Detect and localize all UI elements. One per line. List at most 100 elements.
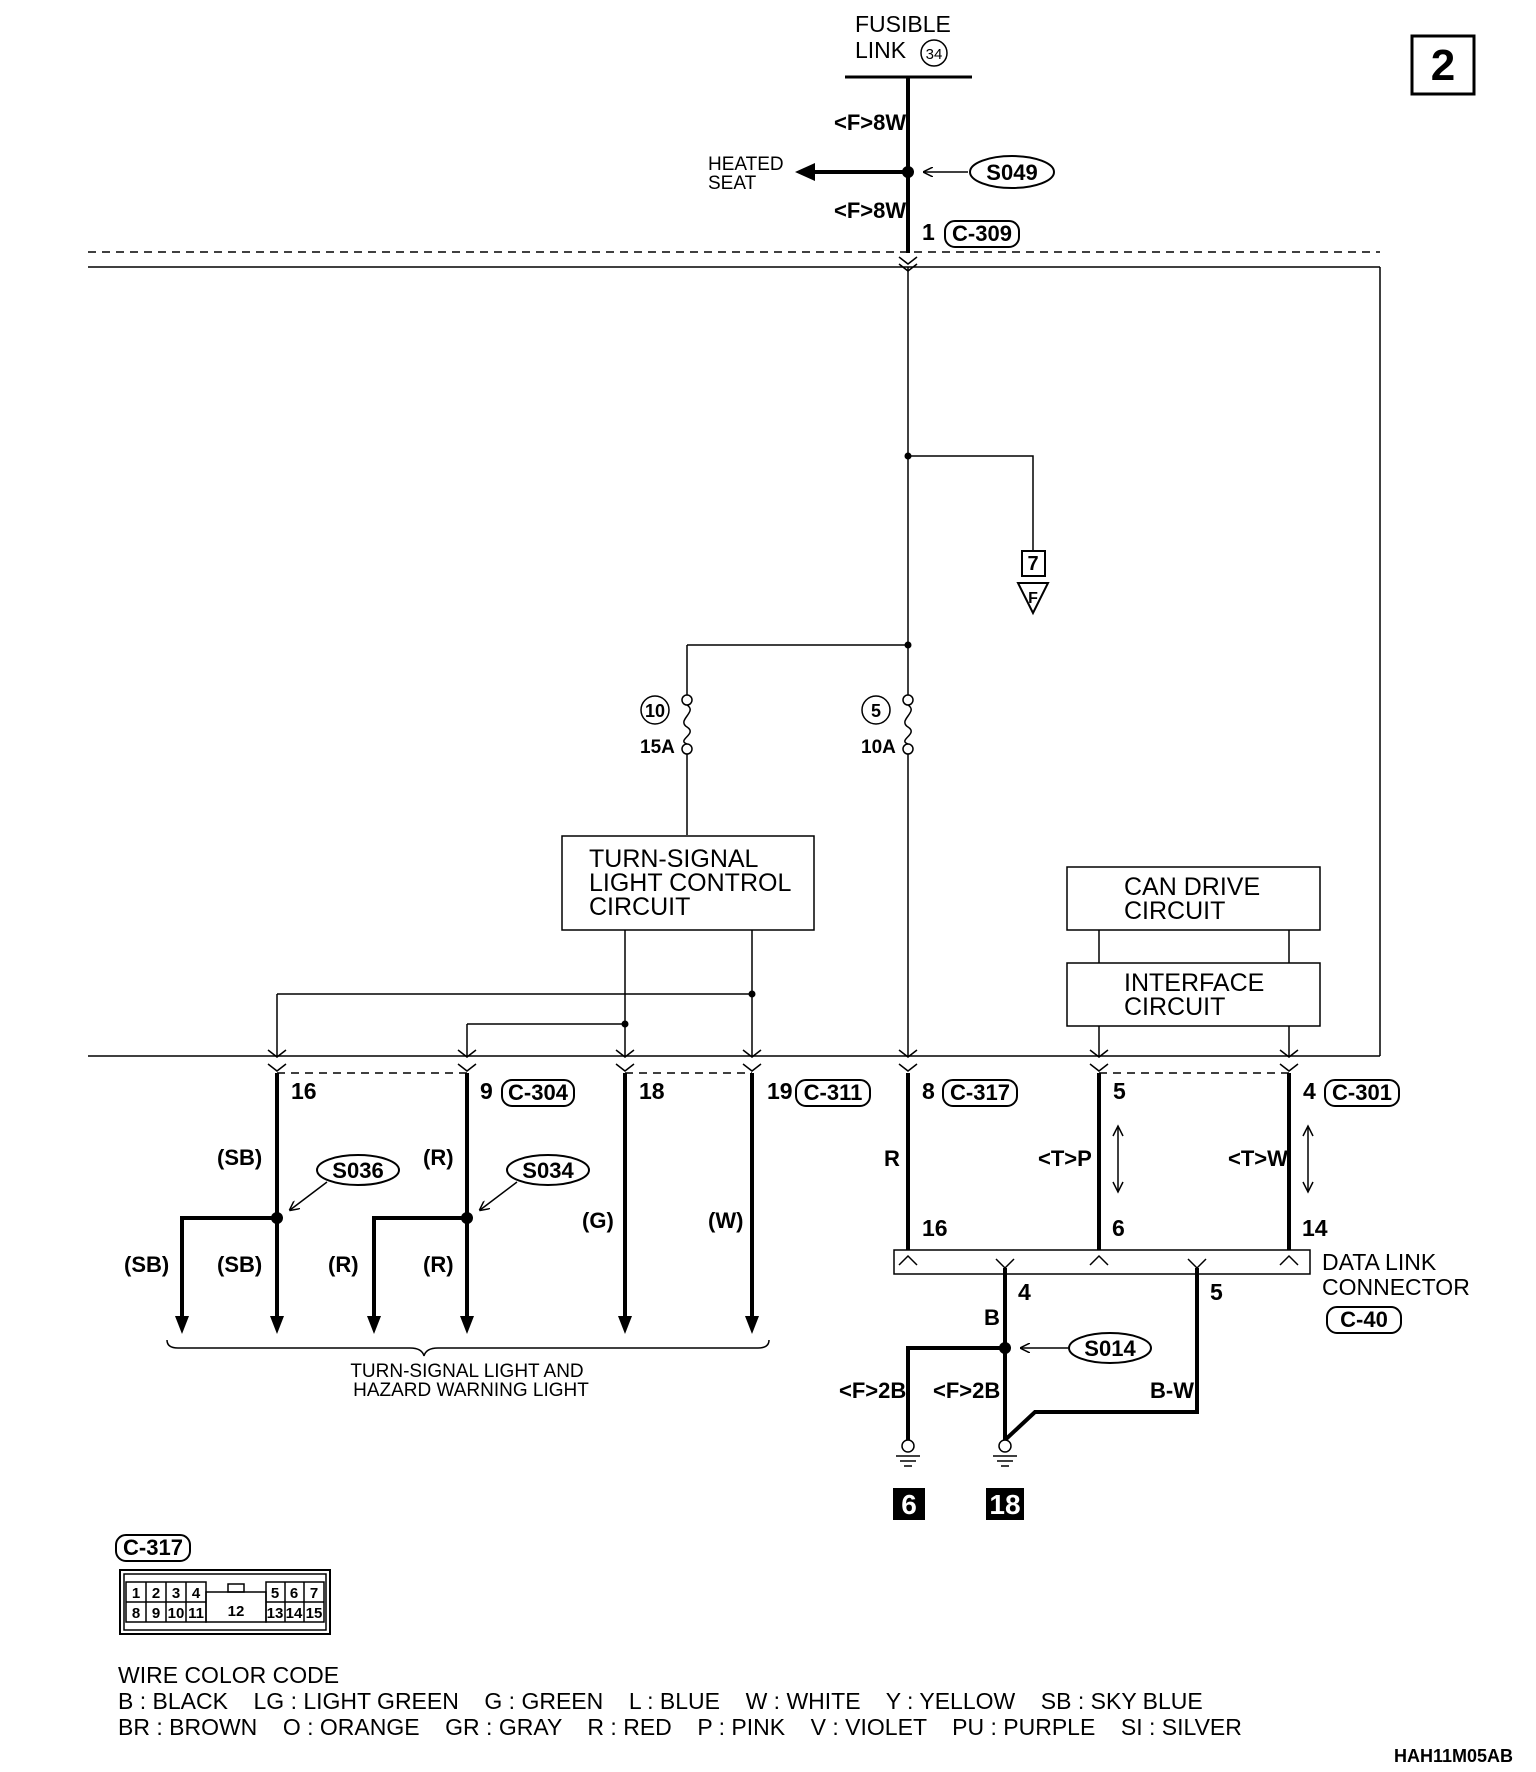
connector-ref-7f: 7 F: [908, 455, 1050, 616]
ground-18-label: 18: [989, 1489, 1020, 1520]
can-drive-circuit-box: CAN DRIVE CIRCUIT: [1066, 866, 1321, 931]
dlc-pin-4: 4: [1018, 1279, 1031, 1305]
cf-pin-9: 9: [152, 1605, 160, 1622]
turn-signal-box-line2: LIGHT CONTROL: [589, 869, 791, 897]
connector-c301-name: C-301: [1332, 1080, 1392, 1105]
splice-s034-label: S034: [522, 1158, 574, 1183]
splice-s034: S034: [480, 1154, 590, 1210]
interface-line1: INTERFACE: [1124, 969, 1264, 997]
dlc-pin-6: 6: [1112, 1215, 1125, 1241]
fuse-10-number: 10: [645, 701, 665, 721]
interface-circuit-box: INTERFACE CIRCUIT: [1066, 962, 1321, 1027]
splice-s049-label: S049: [986, 160, 1037, 185]
pin-9: 9: [480, 1078, 493, 1104]
splice-s049: S049: [924, 155, 1055, 189]
diagram-code: HAH11M05AB: [1394, 1746, 1513, 1766]
dlc-label-1: DATA LINK: [1322, 1249, 1437, 1275]
wire-label-sb-left: (SB): [124, 1252, 169, 1277]
wire-color-legend: WIRE COLOR CODE B : BLACK LG : LIGHT GRE…: [118, 1662, 1242, 1740]
turn-signal-brace: [166, 1339, 770, 1357]
fuse-5: 5 10A: [861, 694, 914, 758]
connector-face-title: C-317: [123, 1535, 183, 1560]
fusible-link-label-2: LINK: [855, 37, 907, 63]
fusible-link: FUSIBLE LINK 34: [845, 11, 972, 79]
data-link-wires: [906, 1073, 1291, 1250]
ground-6-label: 6: [901, 1489, 917, 1520]
wire-label-r: R: [884, 1146, 900, 1171]
heated-seat-label-1: HEATED: [708, 154, 784, 175]
pin-16: 16: [291, 1078, 317, 1104]
data-link-connector: DATA LINK CONNECTOR C-40: [893, 1249, 1470, 1334]
cf-pin-14: 14: [286, 1605, 303, 1622]
legend-row2: BR : BROWN O : ORANGE GR : GRAY R : RED …: [118, 1714, 1242, 1740]
cf-pin-3: 3: [172, 1585, 180, 1602]
turn-signal-control-box: TURN-SIGNAL LIGHT CONTROL CIRCUIT: [561, 835, 815, 931]
pin-8: 8: [922, 1078, 935, 1104]
wire-label-f2b-right: <F>2B: [933, 1378, 1000, 1403]
turn-signal-dest-line1: TURN-SIGNAL LIGHT AND: [350, 1361, 583, 1382]
cf-pin-10: 10: [168, 1605, 185, 1622]
fuse-10-rating: 15A: [640, 737, 675, 758]
can-drive-line2: CIRCUIT: [1124, 897, 1225, 925]
heated-seat-label-2: SEAT: [708, 173, 757, 194]
splice-s014-label: S014: [1084, 1336, 1136, 1361]
wire-label-w: (W): [708, 1208, 743, 1233]
wire-label-f8w-bottom: <F>8W: [834, 198, 906, 223]
cf-pin-2: 2: [152, 1585, 160, 1602]
wire-label-r-right: (R): [423, 1252, 454, 1277]
connector-c309-pin: 1: [922, 219, 935, 245]
wire-label-f8w-top: <F>8W: [834, 110, 906, 135]
cf-pin-8: 8: [132, 1605, 140, 1622]
wire-label-b: B: [984, 1305, 1000, 1330]
wire-label-r-left: (R): [328, 1252, 359, 1277]
connector-c309: 1 C-309: [88, 219, 1380, 272]
splice-s036-label: S036: [332, 1158, 383, 1183]
dlc-pin-5: 5: [1210, 1279, 1223, 1305]
connector-c304-name: C-304: [508, 1080, 569, 1105]
legend-row1: B : BLACK LG : LIGHT GREEN G : GREEN L :…: [118, 1688, 1203, 1714]
cf-pin-13: 13: [267, 1605, 284, 1622]
connector-c40-name: C-40: [1340, 1307, 1388, 1332]
turn-signal-arrowheads: [175, 1212, 759, 1334]
connector-ref-number: 7: [1027, 553, 1038, 575]
wire-label-g: (G): [582, 1208, 614, 1233]
cf-pin-4: 4: [192, 1585, 201, 1602]
wire-label-f2b-left: <F>2B: [839, 1378, 906, 1403]
wire-label-tp: <T>P: [1038, 1146, 1092, 1171]
pin-19: 19: [767, 1078, 793, 1104]
turn-signal-box-line3: CIRCUIT: [589, 893, 690, 921]
turn-signal-wires: [180, 1073, 754, 1318]
ground-wires: [906, 1268, 1199, 1442]
turn-signal-box-line1: TURN-SIGNAL: [589, 845, 759, 873]
legend-title: WIRE COLOR CODE: [118, 1662, 339, 1688]
cf-pin-5: 5: [271, 1585, 279, 1602]
dlc-label-2: CONNECTOR: [1322, 1274, 1470, 1300]
fusible-link-number: 34: [926, 46, 943, 63]
page-number: 2: [1431, 41, 1455, 90]
ground-symbol-6: 6: [893, 1439, 925, 1520]
page-number-box: 2: [1410, 34, 1476, 96]
wire-label-tw: <T>W: [1228, 1146, 1288, 1171]
ecu-boundary: [88, 266, 1381, 1057]
fusible-link-label-1: FUSIBLE: [855, 11, 951, 37]
fuse-5-number: 5: [871, 701, 881, 721]
cf-pin-7: 7: [310, 1585, 318, 1602]
bidirectional-arrows: [1112, 1124, 1314, 1194]
fuse-10: 10 15A: [640, 694, 693, 758]
connector-c317-name: C-317: [950, 1080, 1010, 1105]
dlc-pin-16: 16: [922, 1215, 948, 1241]
dlc-pin-14: 14: [1302, 1215, 1328, 1241]
cf-pin-1: 1: [132, 1585, 140, 1602]
pin-18: 18: [639, 1078, 665, 1104]
ground-symbol-18: 18: [986, 1439, 1024, 1520]
cf-pin-6: 6: [290, 1585, 298, 1602]
fuse-5-rating: 10A: [861, 737, 896, 758]
wire-label-sb-right: (SB): [217, 1252, 262, 1277]
heated-seat-branch: HEATED SEAT: [708, 154, 914, 194]
connector-ref-letter: F: [1028, 590, 1038, 607]
cf-pin-11: 11: [188, 1605, 204, 1622]
splice-s036: S036: [290, 1154, 400, 1210]
cf-pin-15: 15: [306, 1605, 323, 1622]
wire-label-r-upper: (R): [423, 1145, 454, 1170]
